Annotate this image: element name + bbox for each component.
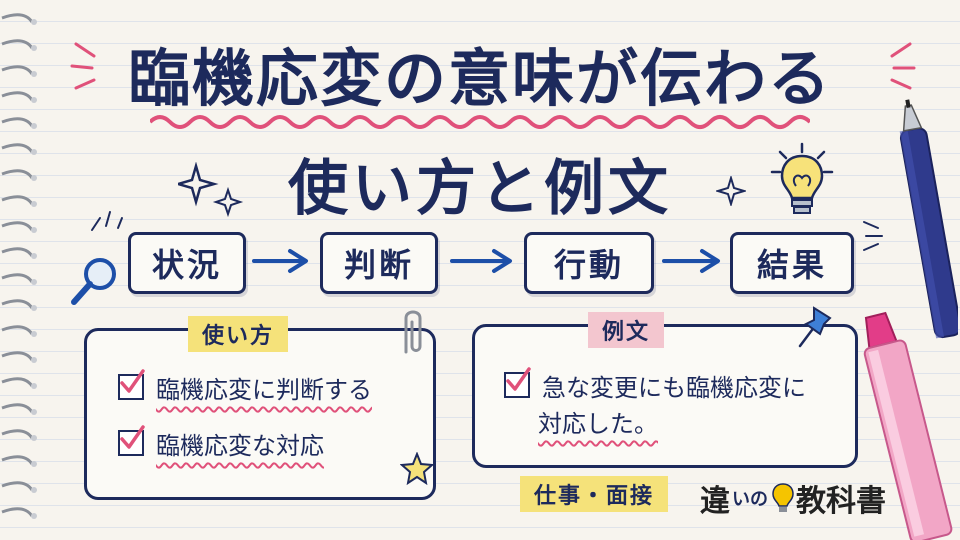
brand-logo: 違 いの 教科書 (700, 476, 886, 520)
accent-strokes-right-flow (863, 221, 883, 251)
checkbox-icon (504, 367, 531, 398)
star-icon (400, 452, 434, 486)
flow-step-situation: 状況 (128, 232, 246, 294)
paperclip-icon (404, 310, 422, 354)
accent-strokes-right (890, 42, 916, 90)
accent-strokes-magnifier (91, 211, 123, 231)
usage-item: 臨機応変な対応 (118, 425, 324, 461)
usage-item-text: 臨機応変に判断する (156, 376, 372, 404)
magnifier-icon (71, 258, 116, 305)
flow-arrow-icon (662, 249, 720, 273)
flow-step-action: 行動 (524, 232, 654, 294)
flow-step-judgment: 判断 (320, 232, 438, 294)
example-sentence-line-2: 対応した。 (538, 410, 658, 438)
example-item: 対応した。 (538, 404, 658, 439)
pen-icon (899, 99, 958, 339)
sparkle-icon (178, 162, 244, 218)
pushpin-icon (798, 306, 832, 348)
logo-text-part-2: いの (732, 489, 768, 510)
usage-item-text: 臨機応変な対応 (156, 432, 324, 460)
example-item: 急な変更にも臨機応変に (504, 367, 806, 403)
usage-item: 臨機応変に判断する (118, 369, 372, 405)
sparkle-icon (716, 176, 746, 206)
logo-text-part-1: 違 (700, 484, 730, 519)
highlighter-icon (863, 311, 953, 540)
title-wavy-underline (150, 115, 810, 129)
example-context-tag: 仕事・面接 (520, 476, 669, 512)
checkbox-icon (118, 425, 145, 456)
title-line-1: 臨機応変の意味が伝わる (127, 42, 832, 115)
example-card-label: 例文 (588, 312, 665, 348)
logo-text-part-3: 教科書 (796, 484, 886, 519)
flow-arrow-icon (252, 249, 308, 273)
example-sentence-line-1: 急な変更にも臨機応変に (542, 374, 806, 402)
lightbulb-icon (770, 142, 834, 214)
lightbulb-icon (772, 483, 794, 512)
flow-arrow-icon (450, 249, 512, 273)
accent-strokes-left (70, 42, 96, 90)
example-card (472, 324, 858, 468)
flow-step-result: 結果 (730, 232, 854, 294)
usage-card (84, 328, 436, 500)
spiral-binding (1, 13, 37, 519)
title-line-2: 使い方と例文 (288, 154, 672, 224)
checkbox-icon (118, 369, 145, 400)
usage-card-label: 使い方 (188, 316, 289, 352)
